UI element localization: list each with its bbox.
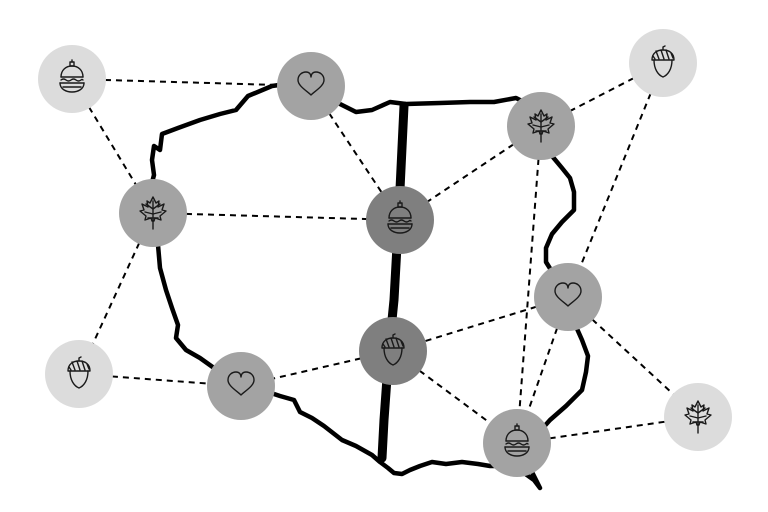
node-n2 <box>277 52 345 120</box>
node-n8 <box>359 317 427 385</box>
node-circle <box>45 340 113 408</box>
connector-n4-n11 <box>516 125 542 444</box>
connector-n5-n6 <box>152 212 401 221</box>
node-n10 <box>207 352 275 420</box>
connector-n3-n7 <box>567 62 664 298</box>
node-n12 <box>664 383 732 451</box>
connector-n1-n2 <box>71 78 312 87</box>
node-n3 <box>629 29 697 97</box>
node-n9 <box>45 340 113 408</box>
connector-n7-n8 <box>392 296 569 352</box>
node-n6 <box>366 186 434 254</box>
node-n1 <box>38 45 106 113</box>
node-circle <box>359 317 427 385</box>
connector-n11-n12 <box>516 416 699 444</box>
node-n7 <box>534 263 602 331</box>
node-circle <box>277 52 345 120</box>
icon-nodes <box>38 29 732 477</box>
node-circle <box>629 29 697 97</box>
node-n5 <box>119 179 187 247</box>
node-circle <box>207 352 275 420</box>
node-n11 <box>483 409 551 477</box>
node-circle <box>534 263 602 331</box>
node-n4 <box>507 92 575 160</box>
